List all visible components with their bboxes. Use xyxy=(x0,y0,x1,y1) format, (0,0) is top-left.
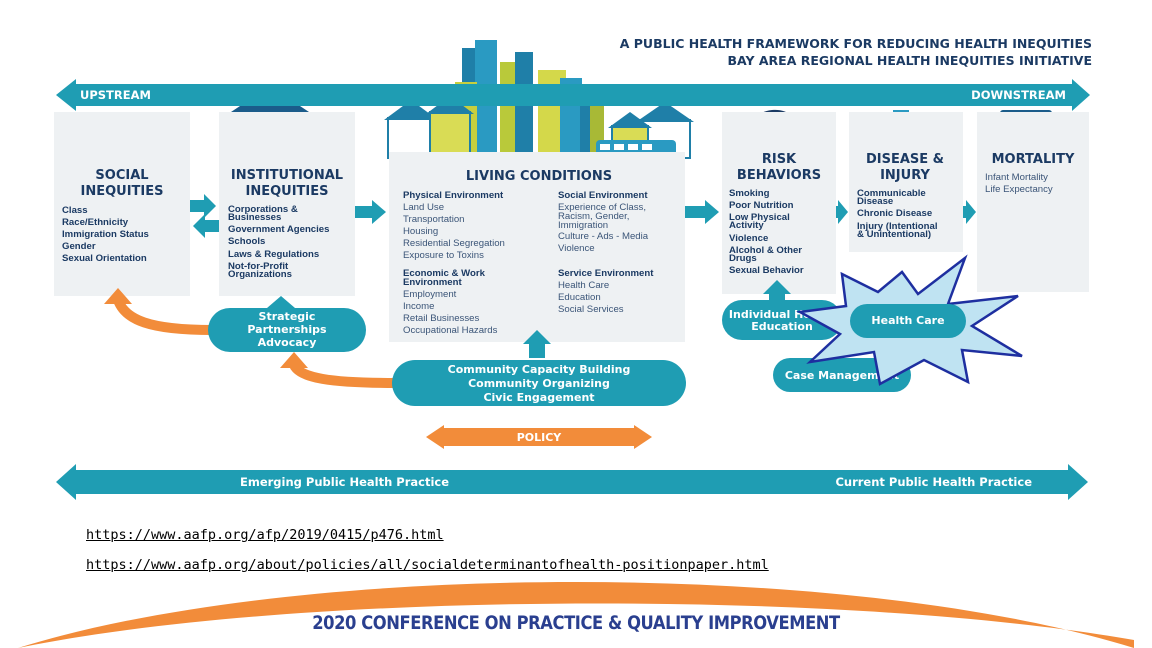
disease-injury-panel xyxy=(849,112,963,252)
feedback-arrowhead xyxy=(280,352,308,368)
institutional-inequities-title-1: INSTITUTIONAL xyxy=(231,168,343,183)
economic-environment-heading-1: Economic & Work xyxy=(403,268,486,279)
service-environment-heading: Service Environment xyxy=(558,268,654,279)
institutional-item: Laws & Regulations xyxy=(228,249,319,260)
risk-item: Poor Nutrition xyxy=(729,200,794,211)
pill-label: Community Organizing xyxy=(468,377,610,390)
institutional-item: Not-for-Profit xyxy=(228,261,289,272)
living-item: Retail Businesses xyxy=(403,313,479,324)
current-practice-label: Current Public Health Practice xyxy=(835,475,1032,489)
social-inequities-title-2: INEQUITIES xyxy=(81,184,164,199)
risk-item: Low Physical xyxy=(729,212,790,223)
mortality-panel xyxy=(977,112,1089,292)
institutional-item: Schools xyxy=(228,236,265,247)
pill-label: Health Care xyxy=(871,314,944,327)
social-inequities-title-1: SOCIAL xyxy=(95,168,148,183)
disease-injury-title-2: INJURY xyxy=(880,168,930,183)
living-item: Housing xyxy=(403,226,438,237)
upstream-downstream-arrow xyxy=(56,79,1090,111)
living-item: Income xyxy=(403,301,434,312)
framework-subtitle: BAY AREA REGIONAL HEALTH INEQUITIES INIT… xyxy=(727,53,1092,68)
pill-label: Education xyxy=(751,320,813,333)
mortality-item: Infant Mortality xyxy=(985,172,1048,183)
mortality-item: Life Expectancy xyxy=(985,184,1053,195)
risk-item: Drugs xyxy=(729,253,757,264)
emerging-practice-label: Emerging Public Health Practice xyxy=(240,475,449,489)
social-item: Sexual Orientation xyxy=(62,253,147,264)
footer-swoosh xyxy=(18,582,1134,648)
social-environment-heading: Social Environment xyxy=(558,190,648,201)
risk-item: Alcohol & Other xyxy=(729,245,802,256)
living-item: Occupational Hazards xyxy=(403,325,498,336)
policy-arrow xyxy=(426,425,652,449)
living-item: Violence xyxy=(558,243,595,254)
reference-link-2[interactable]: https://www.aafp.org/about/policies/all/… xyxy=(86,557,769,573)
institutional-inequities-title-2: INEQUITIES xyxy=(246,184,329,199)
disease-item: Injury (Intentional xyxy=(857,221,937,232)
disease-injury-title-1: DISEASE & xyxy=(866,152,944,167)
living-item: Immigration xyxy=(558,220,608,231)
community-capacity-pill xyxy=(392,360,686,406)
living-item: Education xyxy=(558,292,601,303)
pill-label: Partnerships xyxy=(247,323,327,336)
feedback-arrowhead xyxy=(104,288,132,304)
pill-label: Case Management xyxy=(785,369,899,382)
upstream-label: UPSTREAM xyxy=(80,88,151,102)
institutional-item: Corporations & xyxy=(228,204,298,215)
disease-item: & Unintentional) xyxy=(857,229,931,240)
risk-item: Sexual Behavior xyxy=(729,265,804,276)
reference-link-1[interactable]: https://www.aafp.org/afp/2019/0415/p476.… xyxy=(86,527,444,543)
health-care-pill xyxy=(850,304,966,338)
economic-environment-heading-2: Environment xyxy=(403,277,462,288)
pill-label: Advocacy xyxy=(258,336,317,349)
framework-title: A PUBLIC HEALTH FRAMEWORK FOR REDUCING H… xyxy=(620,36,1092,51)
strategic-partnerships-pill xyxy=(208,308,366,352)
policy-label: POLICY xyxy=(517,431,563,444)
pill-label: Strategic xyxy=(259,310,316,323)
risk-behaviors-panel xyxy=(722,112,836,294)
living-item: Experience of Class, xyxy=(558,202,646,213)
living-item: Transportation xyxy=(403,214,465,225)
institutional-item: Government Agencies xyxy=(228,224,329,235)
social-inequities-panel xyxy=(54,112,190,296)
pill-label: Community Capacity Building xyxy=(448,363,631,376)
disease-item: Communicable xyxy=(857,188,926,199)
risk-behaviors-title-1: RISK xyxy=(762,152,797,167)
risk-item: Activity xyxy=(729,220,764,231)
social-item: Immigration Status xyxy=(62,229,149,240)
feedback-arrow-strategic xyxy=(113,297,213,335)
living-item: Social Services xyxy=(558,304,624,315)
risk-item: Smoking xyxy=(729,188,770,199)
disease-item: Disease xyxy=(857,196,893,207)
downstream-label: DOWNSTREAM xyxy=(971,88,1066,102)
living-conditions-panel xyxy=(389,152,685,342)
institutional-inequities-panel xyxy=(219,112,355,296)
social-item: Race/Ethnicity xyxy=(62,217,129,228)
living-item: Culture - Ads - Media xyxy=(558,231,649,242)
pill-label: Civic Engagement xyxy=(483,391,594,404)
social-item: Class xyxy=(62,205,88,216)
institutional-item: Businesses xyxy=(228,212,281,223)
conference-title: 2020 CONFERENCE ON PRACTICE & QUALITY IM… xyxy=(312,612,840,634)
living-item: Employment xyxy=(403,289,457,300)
living-item: Health Care xyxy=(558,280,609,291)
risk-item: Violence xyxy=(729,233,768,244)
social-item: Gender xyxy=(62,241,96,252)
living-item: Residential Segregation xyxy=(403,238,505,249)
physical-environment-heading: Physical Environment xyxy=(403,190,504,201)
feedback-arrow-community xyxy=(289,362,396,388)
living-item: Land Use xyxy=(403,202,444,213)
living-item: Racism, Gender, xyxy=(558,211,629,222)
living-item: Exposure to Toxins xyxy=(403,250,484,261)
risk-behaviors-title-2: BEHAVIORS xyxy=(737,168,821,183)
living-conditions-title: LIVING CONDITIONS xyxy=(466,169,612,184)
mortality-title: MORTALITY xyxy=(992,152,1075,167)
disease-item: Chronic Disease xyxy=(857,208,932,219)
institutional-item: Organizations xyxy=(228,269,292,280)
practice-spectrum-arrow xyxy=(56,464,1088,500)
